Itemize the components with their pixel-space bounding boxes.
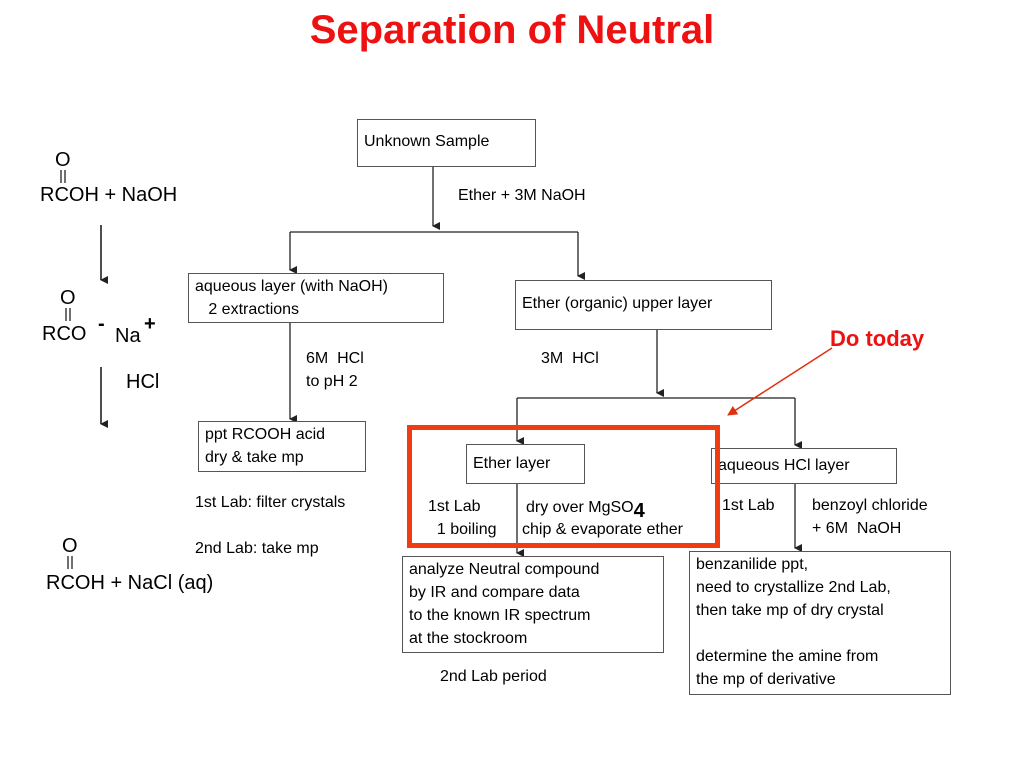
reagent-6m-hcl: 6M HCl to pH 2 — [306, 350, 364, 390]
equation-2-plus: + — [144, 313, 156, 335]
second-lab-period-note: 2nd Lab period — [440, 668, 547, 685]
equation-1-oxygen: O — [55, 149, 71, 171]
ether-upper-layer-box: Ether (organic) upper layer — [515, 280, 772, 330]
aqueous-hcl-layer-box: aqueous HCl layer — [711, 448, 897, 484]
page-title: Separation of Neutral — [309, 8, 715, 52]
equation-3: RCOH + NaCl (aq) — [46, 572, 214, 594]
aqueous-layer-box: aqueous layer (with NaOH) 2 extractions — [188, 273, 444, 323]
do-today-highlight — [407, 425, 720, 548]
chip-evaporate-note: chip & evaporate ether — [522, 521, 683, 538]
equation-3-oxygen: O — [62, 535, 78, 557]
reagent-benzoyl-chloride: benzoyl chloride + 6M NaOH — [812, 497, 928, 537]
equation-2-minus: - — [98, 313, 105, 335]
equation-2-formula: RCO — [42, 323, 87, 345]
ether-layer-box: Ether layer — [466, 444, 585, 484]
dry-over-mgso4: dry over MgSO4 — [526, 495, 645, 522]
unknown-sample-box: Unknown Sample — [357, 119, 536, 167]
dry-over-subscript: 4 — [633, 500, 645, 522]
equation-2-oxygen: O — [60, 287, 76, 309]
first-lab-benzoyl-note: 1st Lab — [722, 497, 775, 514]
first-lab-boiling-note: 1st Lab 1 boiling — [428, 498, 497, 538]
reagent-ether-naoh: Ether + 3M NaOH — [458, 187, 586, 204]
ppt-acid-box: ppt RCOOH acid dry & take mp — [198, 421, 366, 472]
do-today-annotation: Do today — [830, 326, 925, 351]
do-today-arrow — [727, 347, 833, 416]
dry-over-text: dry over MgSO — [526, 499, 634, 516]
equation-2-sodium: Na — [115, 325, 141, 347]
reagent-hcl: HCl — [126, 371, 160, 393]
second-lab-mp-note: 2nd Lab: take mp — [195, 540, 319, 557]
benzanilide-box: benzanilide ppt, need to crystallize 2nd… — [689, 551, 951, 695]
reagent-3m-hcl: 3M HCl — [541, 350, 599, 367]
analyze-neutral-box: analyze Neutral compound by IR and compa… — [402, 556, 664, 653]
equation-1: RCOH + NaOH — [40, 184, 178, 206]
first-lab-filter-note: 1st Lab: filter crystals — [195, 494, 346, 511]
